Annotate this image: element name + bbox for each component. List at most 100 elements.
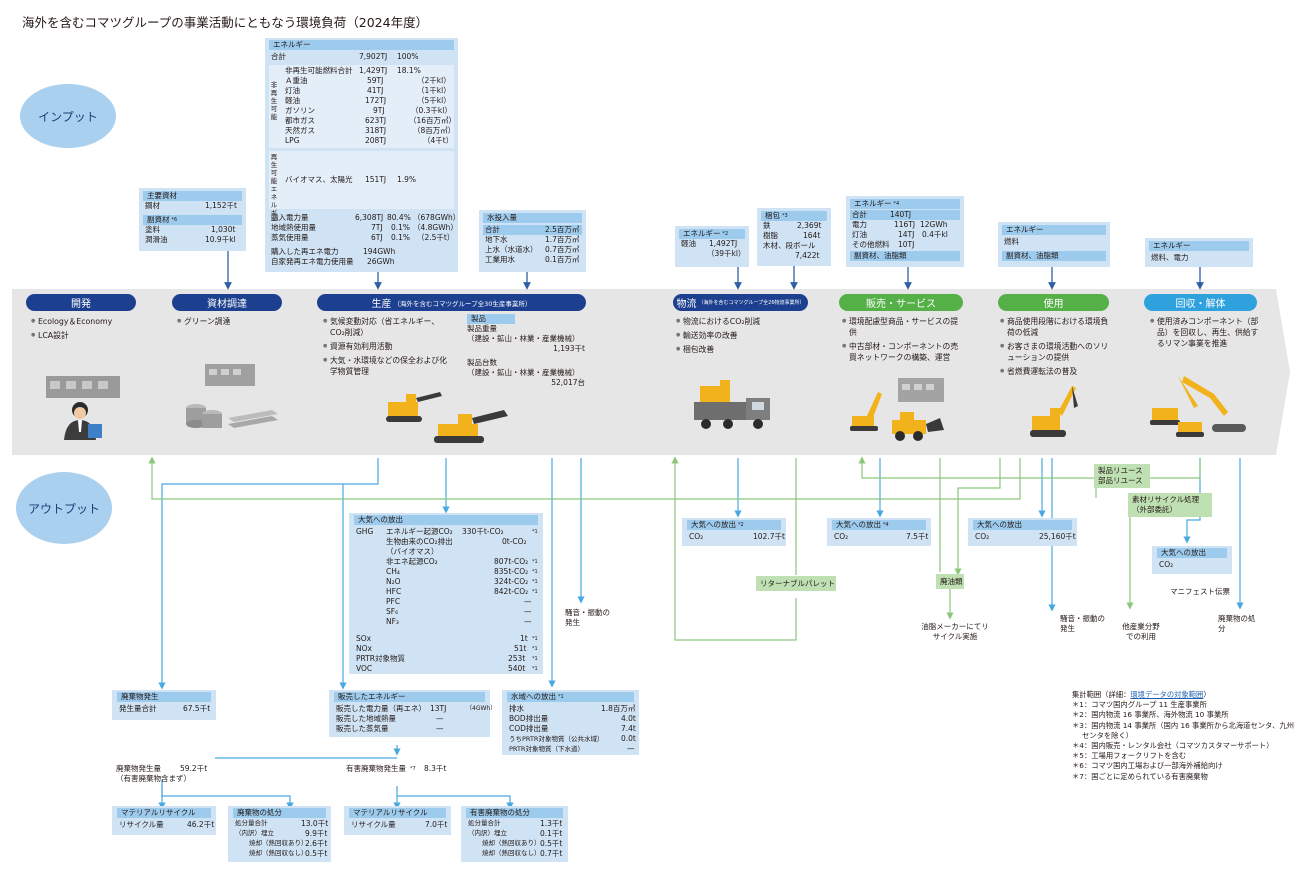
stage-use: 使用 [998,294,1109,311]
production-noise: 騒音・振動の発生 [565,608,610,627]
reuse-box: 製品リユース 部品リユース [1094,464,1150,488]
sold-energy-header: 販売したエネルギー [334,692,485,702]
waste-disposal-note: 廃棄物の処分 [1218,614,1256,633]
use-energy-label2: 副資材、油脂類 [1002,251,1106,262]
logistics-energy-header: エネルギー*2 [679,229,745,239]
water-item-row: 上水（水道水）0.7百万㎥ [485,245,580,254]
water-emissions-header: 水域への放出*1 [507,692,634,702]
recovery-bullets: 使用済みコンポーネント（部品）を回収し、再生、供給するリマン事業を推進 [1150,316,1260,352]
use-illustration [1030,386,1078,437]
packaging-row: 木材、段ボール [763,241,816,250]
output-label: アウトプット [16,472,112,544]
sales-bullets: 環境配慮型商品・サービスの提供 中古部材・コンポーネントの売買ネットワークの構築… [842,316,960,366]
waste-header: 廃棄物発生 [117,692,211,702]
products-units-value: 52,017台 [551,378,585,387]
footnote-item: ＊5：工場用フォークリフトを含む [1072,751,1187,761]
air-emissions-header: 大気への放出 [354,515,538,525]
bullet-item: 中古部材・コンポーネントの売買ネットワークの構築、運営 [842,341,960,363]
page-title: 海外を含むコマツグループの事業活動にともなう環境負荷（2024年度） [22,15,429,30]
bullet-item: Ecology＆Economy [31,316,141,327]
returnable-pallet: リターナブルパレット [756,576,836,591]
sold-energy-row: 販売した蒸気量— [336,724,444,733]
water-input-header: 水投入量 [483,213,582,223]
footnotes: 集計範囲（詳細：環境データの対象範囲） ＊1：コマツ国内グループ 11 生産事業… [1072,690,1294,782]
products-weight-value: 1,193千t [553,344,585,353]
footnote-heading: 集計範囲（詳細：環境データの対象範囲） [1072,690,1211,699]
bullet-item: グリーン調達 [177,316,287,327]
footnote-item: ＊3：国内物流 14 事業所（国内 16 事業所から北海道センタ、九州センタを除… [1072,720,1294,740]
energy-total-row: 合計 7,902TJ 100% [271,52,419,61]
procurement-illustration [186,364,278,428]
bullet-item: 輸送効率の改善 [676,330,801,341]
stage-sales-service: 販売・サービス [839,294,963,311]
bullet-item: 物流におけるCO₂削減 [676,316,801,327]
footnote-item: ＊7：国ごとに定められている有害廃棄物 [1072,771,1208,781]
bullet-item: 梱包改善 [676,344,801,355]
energy-input-box: エネルギー 合計 7,902TJ 100% 非再生可能 非再生可能燃料合計 1,… [265,38,461,272]
recovery-energy-label: 燃料、電力 [1151,253,1189,262]
bullet-item: 省燃費運転法の普及 [1000,366,1110,377]
sales-energy-sub: 副資材、油脂類 [850,251,960,262]
materials-sub-header: 副資材*6 [143,215,242,225]
renew-label: 再生可能エネルギー [270,153,278,225]
bullet-item: 資源有効利用活動 [323,341,453,352]
nonrenew-total-row: 非再生可能燃料合計 1,429TJ 18.1% [285,66,421,75]
procurement-bullets: グリーン調達 [177,316,287,330]
packaging-header: 梱包*3 [761,211,827,221]
production-illustration [386,392,508,443]
ghg-row: NF₃— [386,617,532,626]
material-recycle-outsourced: 素材リサイクル処理 （外部委託） [1128,493,1212,517]
ghg-row: SF₆— [386,607,532,616]
footnote-item: ＊1：コマツ国内グループ 11 生産事業所 [1072,700,1207,710]
sales-energy-header: エネルギー*4 [850,199,960,209]
use-energy-box: エネルギー 燃料 副資材、油脂類 [998,222,1110,267]
bullet-item: 使用済みコンポーネント（部品）を回収し、再生、供給するリマン事業を推進 [1150,316,1260,349]
products-weight-sub: （建設・鉱山・林業・産業機械） [467,334,580,343]
products-units-label: 製品台数 [467,358,497,367]
scope-link[interactable]: 環境データの対象範囲 [1130,690,1204,699]
use-energy-header: エネルギー [1002,225,1106,235]
recovery-air-box: 大気への放出 CO₂ [1152,546,1232,574]
bullet-item: 商品使用段階における環境負荷の低減 [1000,316,1110,338]
recovery-illustration [1150,376,1246,437]
recovery-energy-box: エネルギー 燃料、電力 [1145,238,1253,267]
renew-block: 再生可能エネルギー バイオマス、太陽光 151TJ 1.9% [269,151,454,225]
water-emission-row: うちPRTR対象物質（公共水域）0.0t [509,734,636,743]
stage-recovery: 回収・解体 [1144,294,1257,311]
ghg-row: PFC— [386,597,532,606]
